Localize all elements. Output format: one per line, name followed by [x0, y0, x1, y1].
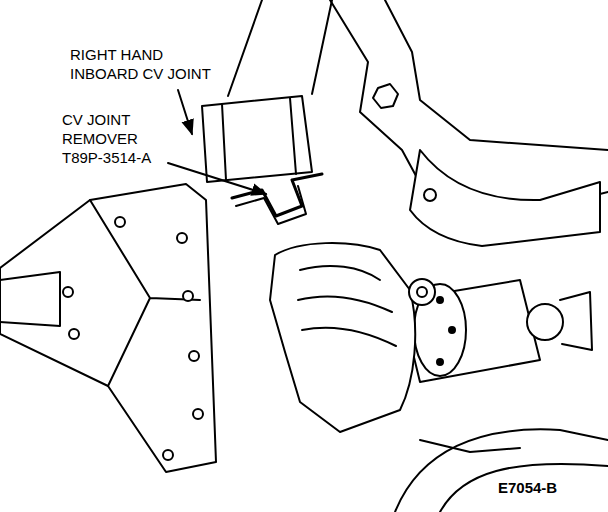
pinion-flange — [414, 284, 466, 376]
cv-joint-rib — [222, 98, 296, 180]
tire-line — [420, 440, 520, 452]
label-holder: E7054-B — [498, 478, 598, 497]
nut — [409, 279, 435, 305]
leader-line — [168, 163, 266, 194]
driveshaft — [400, 280, 540, 382]
cv-joint-housing — [202, 96, 312, 182]
u-joint-yoke — [560, 292, 592, 350]
bolt — [115, 217, 125, 227]
bolt — [424, 189, 436, 201]
finger-line — [298, 266, 396, 346]
bolt-head — [373, 84, 398, 108]
hand — [270, 243, 415, 432]
cv-joint-remover — [236, 186, 306, 224]
tire-tread — [440, 464, 608, 512]
frame-bracket — [385, 0, 608, 150]
part-label: CV JOINT REMOVER T89P-3514-A — [62, 110, 180, 167]
u-joint — [527, 304, 563, 340]
cv-joint-remover — [232, 174, 322, 216]
bolt — [193, 409, 203, 419]
halfshaft — [312, 0, 332, 94]
flange-bolt — [449, 327, 455, 333]
flange-bolt — [437, 297, 443, 303]
bolt — [69, 329, 79, 339]
leader-line — [178, 90, 192, 134]
tire-outline — [395, 429, 608, 512]
bolt — [189, 351, 199, 361]
differential-housing — [0, 184, 216, 472]
cover-bolts — [63, 217, 203, 460]
bolt — [163, 450, 173, 460]
label-holder: RIGHT HAND INBOARD CV JOINT — [70, 45, 222, 83]
bolt — [63, 287, 73, 297]
mount-bracket — [410, 150, 600, 246]
housing-rib — [90, 200, 200, 386]
bolt — [183, 291, 193, 301]
flange-bolt — [437, 359, 443, 365]
axle-tube — [0, 272, 60, 326]
label-holder: CV JOINT REMOVER T89P-3514-A — [62, 110, 180, 167]
figure-number: E7054-B — [498, 478, 598, 497]
frame-bracket — [330, 0, 608, 214]
halfshaft — [228, 0, 262, 96]
bolt — [177, 233, 187, 243]
stud — [417, 287, 427, 297]
part-label: RIGHT HAND INBOARD CV JOINT — [70, 45, 222, 83]
